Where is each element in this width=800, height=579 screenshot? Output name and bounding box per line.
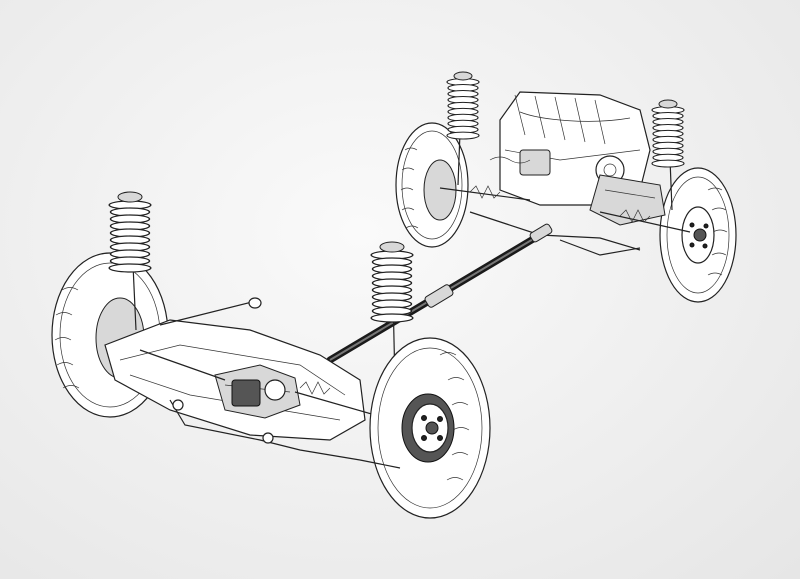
- rear-axle-assembly: [51, 191, 491, 519]
- front-right-spring-strut: [651, 99, 685, 211]
- propeller-shaft: [326, 223, 553, 364]
- transmission: [589, 174, 666, 226]
- rear-brake-disc: [401, 393, 455, 463]
- front-axle-assembly: [395, 71, 737, 303]
- front-left-spring-strut: [446, 71, 480, 186]
- front-left-wheel: [395, 122, 469, 248]
- rear-left-spring-strut: [108, 191, 152, 331]
- rear-differential: [214, 364, 301, 419]
- front-right-wheel: [659, 167, 737, 303]
